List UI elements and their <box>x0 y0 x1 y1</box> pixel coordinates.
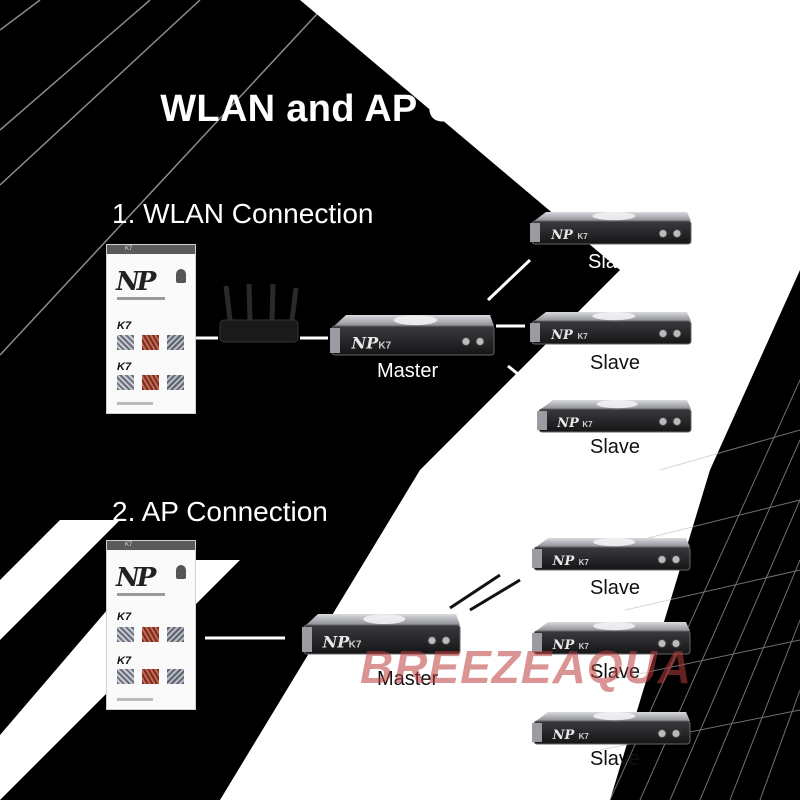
svg-text:K7: K7 <box>579 642 590 651</box>
product-thumbnail[interactable] <box>117 627 134 642</box>
app-logo: NP <box>116 563 156 593</box>
product-thumbnail[interactable] <box>117 669 134 684</box>
svg-text:NP: NP <box>322 632 351 651</box>
slave-device: NP K7 <box>528 310 693 351</box>
phone-app-screen-ap: K7 NP K7 K7 <box>106 540 196 710</box>
slave-device: NP K7 <box>528 210 693 251</box>
svg-text:K7: K7 <box>378 340 391 351</box>
svg-text:NP: NP <box>351 333 380 352</box>
section-heading-ap: 2. AP Connection <box>112 496 328 527</box>
slave-label-ap-2: Slave <box>590 661 641 683</box>
product-label: K7 <box>117 611 132 623</box>
product-thumbnail[interactable] <box>167 335 184 350</box>
ap-connection-lines <box>205 560 533 761</box>
master-label-ap: Master <box>377 668 439 690</box>
app-logo: NP <box>116 267 156 297</box>
product-thumbnail[interactable] <box>167 375 184 390</box>
background-mesh <box>599 379 800 800</box>
background-stripe <box>220 0 800 800</box>
background-corner-stripe <box>0 520 120 640</box>
master-label-wlan: Master <box>377 360 439 382</box>
product-label: K7 <box>117 320 132 332</box>
svg-text:K7: K7 <box>349 639 362 650</box>
product-thumbnail[interactable] <box>117 335 134 350</box>
product-label: K7 <box>117 361 132 373</box>
page-title: WLAN and AP Connection <box>160 88 640 130</box>
section-heading-wlan: 1. WLAN Connection <box>112 198 374 229</box>
svg-text:K7: K7 <box>579 558 590 567</box>
slave-label-wlan-2: Slave <box>590 352 641 374</box>
product-thumbnail[interactable] <box>142 669 159 684</box>
slave-label-wlan-3: Slave <box>590 436 641 458</box>
product-thumbnail[interactable] <box>167 627 184 642</box>
svg-text:NP: NP <box>556 416 580 431</box>
product-thumbnail[interactable] <box>142 627 159 642</box>
app-title: K7 <box>125 246 133 252</box>
svg-text:K7: K7 <box>578 232 589 241</box>
product-label: K7 <box>117 655 132 667</box>
product-thumbnail[interactable] <box>117 375 134 390</box>
svg-text:K7: K7 <box>578 332 589 341</box>
avatar <box>176 269 186 283</box>
wlan-connection-lines <box>196 258 541 394</box>
avatar <box>176 565 186 579</box>
product-thumbnail[interactable] <box>167 669 184 684</box>
svg-text:NP: NP <box>550 228 574 243</box>
product-thumbnail[interactable] <box>142 375 159 390</box>
app-title: K7 <box>125 542 133 548</box>
svg-text:NP: NP <box>552 638 576 653</box>
ap-connection-lines-dark <box>449 573 521 612</box>
slave-label-ap-1: Slave <box>590 577 641 599</box>
phone-app-screen-wlan: K7 NP K7 K7 <box>106 244 196 414</box>
product-thumbnail[interactable] <box>142 335 159 350</box>
svg-text:K7: K7 <box>579 732 590 741</box>
svg-text:K7: K7 <box>582 420 593 429</box>
watermark: BREEZEAQUA <box>360 641 693 693</box>
router-icon <box>219 283 299 343</box>
background-lines <box>0 0 331 356</box>
slave-label-ap-3: Slave <box>590 748 641 770</box>
svg-text:NP: NP <box>552 728 576 743</box>
slave-label-wlan-1: Slave <box>588 251 639 273</box>
svg-text:NP: NP <box>552 554 576 569</box>
svg-text:NP: NP <box>550 328 574 343</box>
